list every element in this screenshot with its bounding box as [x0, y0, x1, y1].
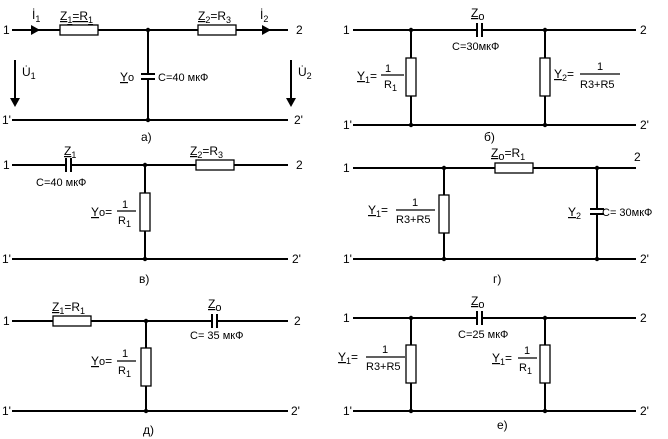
label-y2: Y2= [554, 67, 574, 83]
node-1p: 1' [2, 404, 11, 418]
node-2: 2 [634, 150, 641, 164]
label-z1: Z1=R1 [52, 300, 85, 316]
label-capacitance: C= 35 мкФ [190, 330, 243, 342]
node-2p: 2' [292, 252, 301, 266]
label-z: Zo [471, 6, 484, 23]
y1-numerator: 1 [412, 197, 418, 209]
caption-d: д) [143, 423, 154, 437]
label-capacitance: C=40 мкФ [158, 72, 208, 84]
y2-denominator: R3+R5 [580, 79, 615, 91]
y2-numerator: 1 [597, 61, 603, 73]
node-1p: 1' [343, 118, 352, 132]
node-1: 1 [343, 311, 350, 325]
node-2p: 2' [291, 404, 300, 418]
label-y: Yo= [91, 205, 112, 219]
node-1p: 1' [343, 252, 352, 266]
y1r-denominator: R1 [519, 362, 532, 376]
y1r-numerator: 1 [524, 345, 530, 357]
resistor-y2 [539, 57, 551, 97]
label-u1: U̇1 [22, 65, 36, 81]
panel-d: 1 1' 2 2' Z1=R1 Zo C= 35 мкФ Yo= 1 R1 д) [2, 297, 301, 437]
node-1: 1 [343, 161, 350, 175]
panel-g: 1 1' 2 2' Zo=R1 Y1= 1 R3+R5 Y2 C= 30мкФ … [343, 146, 652, 286]
panel-v: 1 1' 2 2' Z1 C=40 мкФ Z2=R3 Yo= 1 R1 в) [2, 144, 303, 286]
label-u2: U̇2 [298, 65, 312, 81]
resistor-z [494, 162, 534, 174]
y1-numerator: 1 [382, 344, 388, 356]
label-y1: Y1= [357, 69, 377, 85]
y1-denominator: R3+R5 [366, 361, 401, 373]
caption-b: б) [484, 130, 495, 144]
node-1: 1 [343, 23, 350, 37]
caption-e: е) [497, 418, 508, 432]
caption-v: в) [139, 272, 149, 286]
node-1p: 1' [343, 404, 352, 418]
label-z: Zo=R1 [491, 146, 525, 163]
current-arrow-i1 [31, 25, 40, 35]
y-numerator: 1 [122, 348, 128, 360]
label-z: Zo [208, 297, 221, 314]
current-arrow-i2 [262, 25, 271, 35]
node-2p: 2' [640, 118, 649, 132]
resistor-y1 [438, 194, 450, 234]
y-denominator: R1 [118, 215, 131, 229]
resistor-z2 [197, 24, 237, 36]
panel-e: 1 1' 2 2' Zo C=25 мкФ Y1= 1 R3+R5 Y1= 1 … [338, 294, 649, 432]
node-2p: 2' [640, 252, 649, 266]
label-capacitance: C= 30мкФ [602, 207, 652, 219]
node-2p: 2' [640, 404, 649, 418]
node-1p: 1' [2, 252, 11, 266]
resistor-y1-right [539, 344, 551, 384]
label-z: Zo [471, 294, 484, 311]
resistor-z1 [59, 24, 99, 36]
label-z2: Z2=R3 [198, 9, 231, 25]
panel-a: 1 1' 2 2' İ1 İ2 U̇1 U̇2 Z1=R1 Z2=R3 Yo C… [2, 8, 312, 144]
label-y1-right: Y1= [492, 351, 512, 367]
label-capacitance: C=30мкФ [452, 41, 499, 53]
label-y1-left: Y1= [338, 350, 358, 366]
label-y1: Y1= [368, 203, 388, 219]
node-1: 1 [3, 158, 10, 172]
node-2: 2 [294, 314, 301, 328]
label-z1: Z1=R1 [60, 9, 93, 25]
resistor-z2 [195, 159, 235, 171]
label-y2: Y2 [568, 205, 581, 221]
node-2: 2 [296, 23, 303, 37]
node-2p: 2' [294, 113, 303, 127]
label-capacitance: C=40 мкФ [36, 177, 86, 189]
resistor-z1 [52, 315, 92, 327]
voltage-arrow-u2 [286, 98, 296, 107]
panel-b: 1 1' 2 2' Zo C=30мкФ Y1= 1 R1 Y2= 1 R3+R… [343, 6, 649, 144]
node-1: 1 [3, 23, 10, 37]
y1-numerator: 1 [385, 63, 391, 75]
node-2: 2 [296, 158, 303, 172]
resistor-y1-left [405, 344, 417, 384]
caption-a: а) [141, 130, 152, 144]
y1-denominator: R1 [384, 79, 397, 93]
y-numerator: 1 [122, 199, 128, 211]
label-capacitance: C=25 мкФ [458, 329, 508, 341]
node-2: 2 [640, 23, 647, 37]
caption-g: г) [493, 272, 501, 286]
y-denominator: R1 [118, 365, 131, 379]
resistor-y [139, 192, 151, 232]
voltage-arrow-u1 [10, 98, 20, 107]
node-2: 2 [640, 311, 647, 325]
node-1: 1 [3, 314, 10, 328]
resistor-y1 [405, 57, 417, 97]
label-y: Yo [120, 70, 134, 84]
y1-denominator: R3+R5 [396, 214, 431, 226]
resistor-y [140, 347, 152, 387]
label-z2: Z2=R3 [190, 144, 223, 160]
label-y: Yo= [91, 354, 112, 368]
label-z1: Z1 [64, 144, 76, 160]
label-i1: İ1 [32, 8, 40, 24]
label-i2: İ2 [260, 8, 268, 24]
node-1p: 1' [2, 113, 11, 127]
